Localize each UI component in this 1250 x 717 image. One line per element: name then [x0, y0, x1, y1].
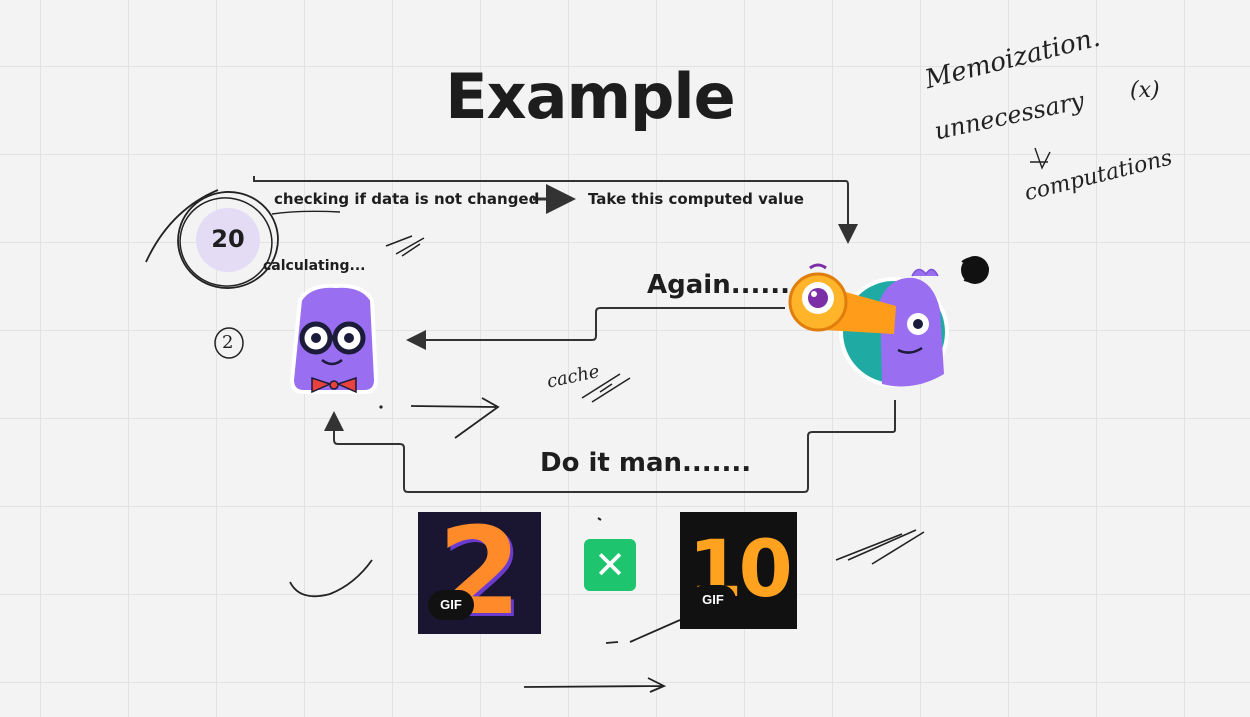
gif-badge: GIF	[428, 590, 474, 620]
circled-number: 2	[222, 332, 234, 353]
label-checking: checking if data is not changed	[274, 190, 540, 208]
value-twenty: 20	[211, 225, 245, 253]
gif-ten[interactable]: 10 GIF	[680, 512, 797, 629]
gif-two[interactable]: 2 GIF	[418, 512, 541, 634]
connector-do-it	[324, 400, 896, 493]
connector-again	[406, 307, 785, 350]
label-take-value: Take this computed value	[588, 190, 804, 208]
connector-top	[253, 176, 858, 244]
label-calculating: calculating...	[263, 258, 366, 274]
label-again: Again.......	[647, 270, 800, 300]
gif-badge: GIF	[690, 585, 736, 615]
value-blob	[196, 208, 260, 272]
page-title: Example	[445, 60, 735, 133]
x-mark-glyph: ✕	[594, 543, 626, 587]
x-mark-icon: ✕	[584, 539, 636, 591]
note-x-mark: (x)	[1130, 78, 1160, 103]
label-do-it: Do it man.......	[540, 448, 752, 478]
